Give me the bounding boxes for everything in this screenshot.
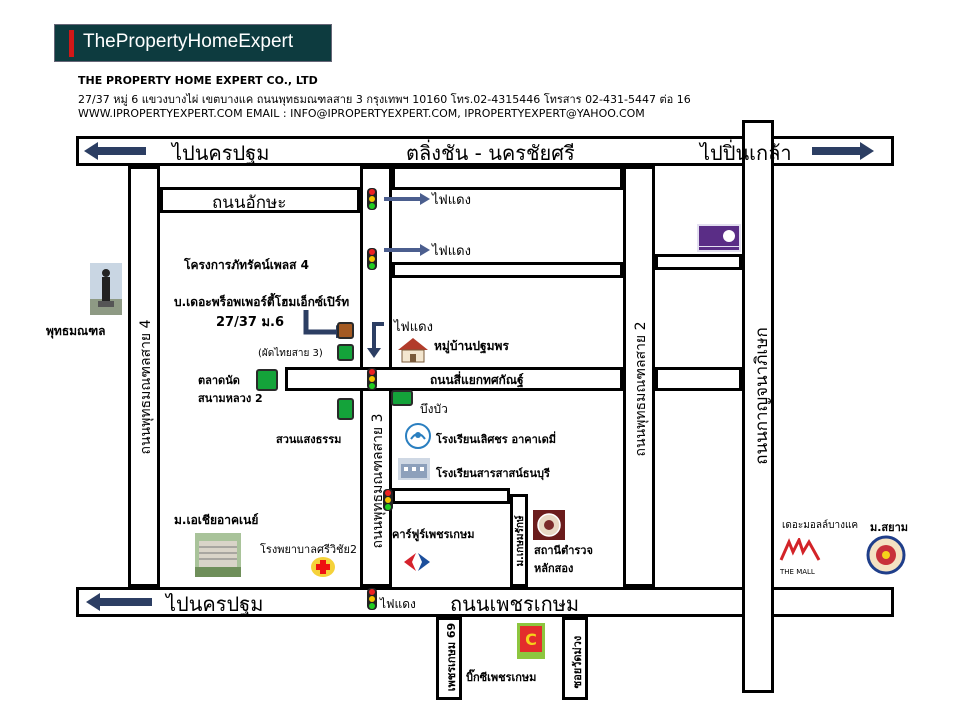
traffic-light-icon	[367, 368, 377, 390]
buddha-statue-icon	[90, 263, 122, 315]
label-kanchana: ถนนกาญจนาภิเษก	[752, 327, 772, 465]
label-bigc: บิ๊กซีเพชรเกษม	[466, 671, 537, 684]
label-bottom-left: ไปนครปฐม	[166, 592, 264, 616]
company-name: THE PROPERTY HOME EXPERT CO., LTD	[78, 74, 318, 87]
label-police2: หลักสอง	[534, 562, 574, 575]
label-bottom-right: ถนนเพชรเกษม	[450, 592, 580, 616]
logo-red-bar	[69, 30, 74, 57]
label-bueng: บึงบัว	[420, 402, 448, 416]
label-market2: สนามหลวง 2	[198, 392, 263, 405]
road-saeng-right	[655, 367, 742, 391]
label-soi-roi: ม.เกษมรักษ์	[515, 515, 526, 567]
label-top-right: ไปปิ่นเกล้า	[700, 141, 792, 165]
road-top-link	[392, 166, 623, 190]
carrefour-logo-icon	[404, 553, 430, 571]
police-emblem-icon	[533, 510, 565, 540]
traffic-light-icon	[367, 248, 377, 270]
traffic-light-icon	[367, 188, 377, 210]
road-carrefour	[392, 488, 510, 504]
label-sai2: ถนนพุทธมณฑลสาย 2	[633, 321, 649, 457]
asia-building-icon	[195, 533, 241, 577]
label-office-addr: 27/37 ม.6	[216, 315, 285, 330]
arrow-to-light1	[384, 193, 430, 205]
road-sai2	[623, 166, 655, 587]
arrow-down-office	[367, 322, 384, 358]
village-house-icon	[398, 338, 428, 363]
label-project: โครงการภัทรัคน์เพลส 4	[184, 258, 309, 272]
label-phutthamonthon: พุทธมณฑล	[46, 324, 106, 338]
label-sai3: ถนนพุทธมณฑลสาย 3	[370, 413, 386, 549]
label-market1: ตลาดนัด	[198, 374, 240, 387]
label-siam: ม.สยาม	[870, 521, 909, 534]
school-logo-icon	[405, 423, 431, 449]
svg-text:C: C	[525, 630, 537, 649]
road-soi69	[436, 617, 462, 700]
bigc-logo-icon: C	[517, 623, 545, 659]
phat-thai-marker	[337, 344, 354, 361]
the-mall-logo-icon	[779, 538, 821, 561]
road-saeng	[285, 367, 623, 391]
label-village: หมู่บ้านปฐมพร	[434, 339, 509, 353]
hospital-cross-icon	[311, 557, 335, 577]
traffic-light-icon	[383, 489, 393, 511]
label-asia: ม.เอเชียอาคเนย์	[174, 513, 259, 527]
label-soi69: เพชรเกษม 69	[445, 622, 458, 692]
arrow-left-top	[84, 142, 146, 160]
label-mall: เดอะมอลล์บางแค	[782, 520, 859, 531]
label-soi-wat: ซอยวัดม่วง	[571, 635, 584, 689]
road-mid-link	[392, 262, 623, 278]
label-light2: ไฟแดง	[432, 244, 471, 259]
market-marker	[256, 369, 278, 391]
bueng-marker	[391, 390, 413, 406]
siam-university-emblem-icon	[866, 535, 906, 575]
logo-text: ThePropertyHomeExpert	[83, 31, 294, 52]
label-light-bottom: ไฟแดง	[380, 597, 416, 611]
label-top-center: ตลิ่งชัน - นครชัยศรี	[406, 141, 575, 165]
road-soi-roi	[510, 494, 528, 587]
label-school1: โรงเรียนเลิศชร อาคาเดมี่	[436, 433, 556, 446]
label-school2: โรงเรียนสารสาสน์ธนบุรี	[436, 467, 550, 480]
label-office-name: บ.เดอะพร็อพเพอร์ตี้โฮมเอ็กซ์เปิร์ท	[174, 295, 350, 309]
label-police1: สถานีตำรวจ	[534, 544, 593, 557]
label-top-left: ไปนครปฐม	[172, 141, 270, 165]
traffic-light-icon	[367, 588, 377, 610]
arrow-left-bottom	[86, 593, 152, 611]
label-sai4: ถนนพุทธมณฑลสาย 4	[138, 319, 154, 455]
label-phat: (ผัดไทยสาย 3)	[258, 348, 323, 359]
road-sai4	[128, 166, 160, 587]
company-address: 27/37 หมู่ 6 แขวงบางไผ่ เขตบางแค ถนนพุทธ…	[78, 93, 691, 106]
label-mall-logo: THE MALL	[780, 568, 815, 576]
road-right-link	[655, 254, 742, 270]
label-light1: ไฟแดง	[432, 193, 471, 208]
label-hospital: โรงพยาบาลศรีวิชัย2	[260, 543, 357, 556]
label-aksa: ถนนอักษะ	[212, 193, 287, 213]
company-logo: ThePropertyHomeExpert	[54, 24, 332, 62]
label-light3: ไฟแดง	[394, 320, 433, 335]
school-building-icon	[398, 458, 430, 480]
office-marker	[337, 322, 354, 339]
road-aksa	[160, 187, 360, 213]
label-carrefour: คาร์ฟูร์เพชรเกษม	[392, 528, 475, 541]
arrow-to-light2	[384, 244, 430, 256]
garden-marker	[337, 398, 354, 420]
arrow-right-top	[812, 142, 874, 160]
bank-logo-icon	[697, 224, 741, 252]
label-garden: สวนแสงธรรม	[276, 433, 342, 446]
label-saeng: ถนนสี่แยกทศกัณฐ์	[430, 373, 524, 387]
company-web-email: WWW.IPROPERTYEXPERT.COM EMAIL : INFO@IPR…	[78, 107, 645, 120]
road-soi-wat	[562, 617, 588, 700]
road-kanchana	[742, 120, 774, 693]
